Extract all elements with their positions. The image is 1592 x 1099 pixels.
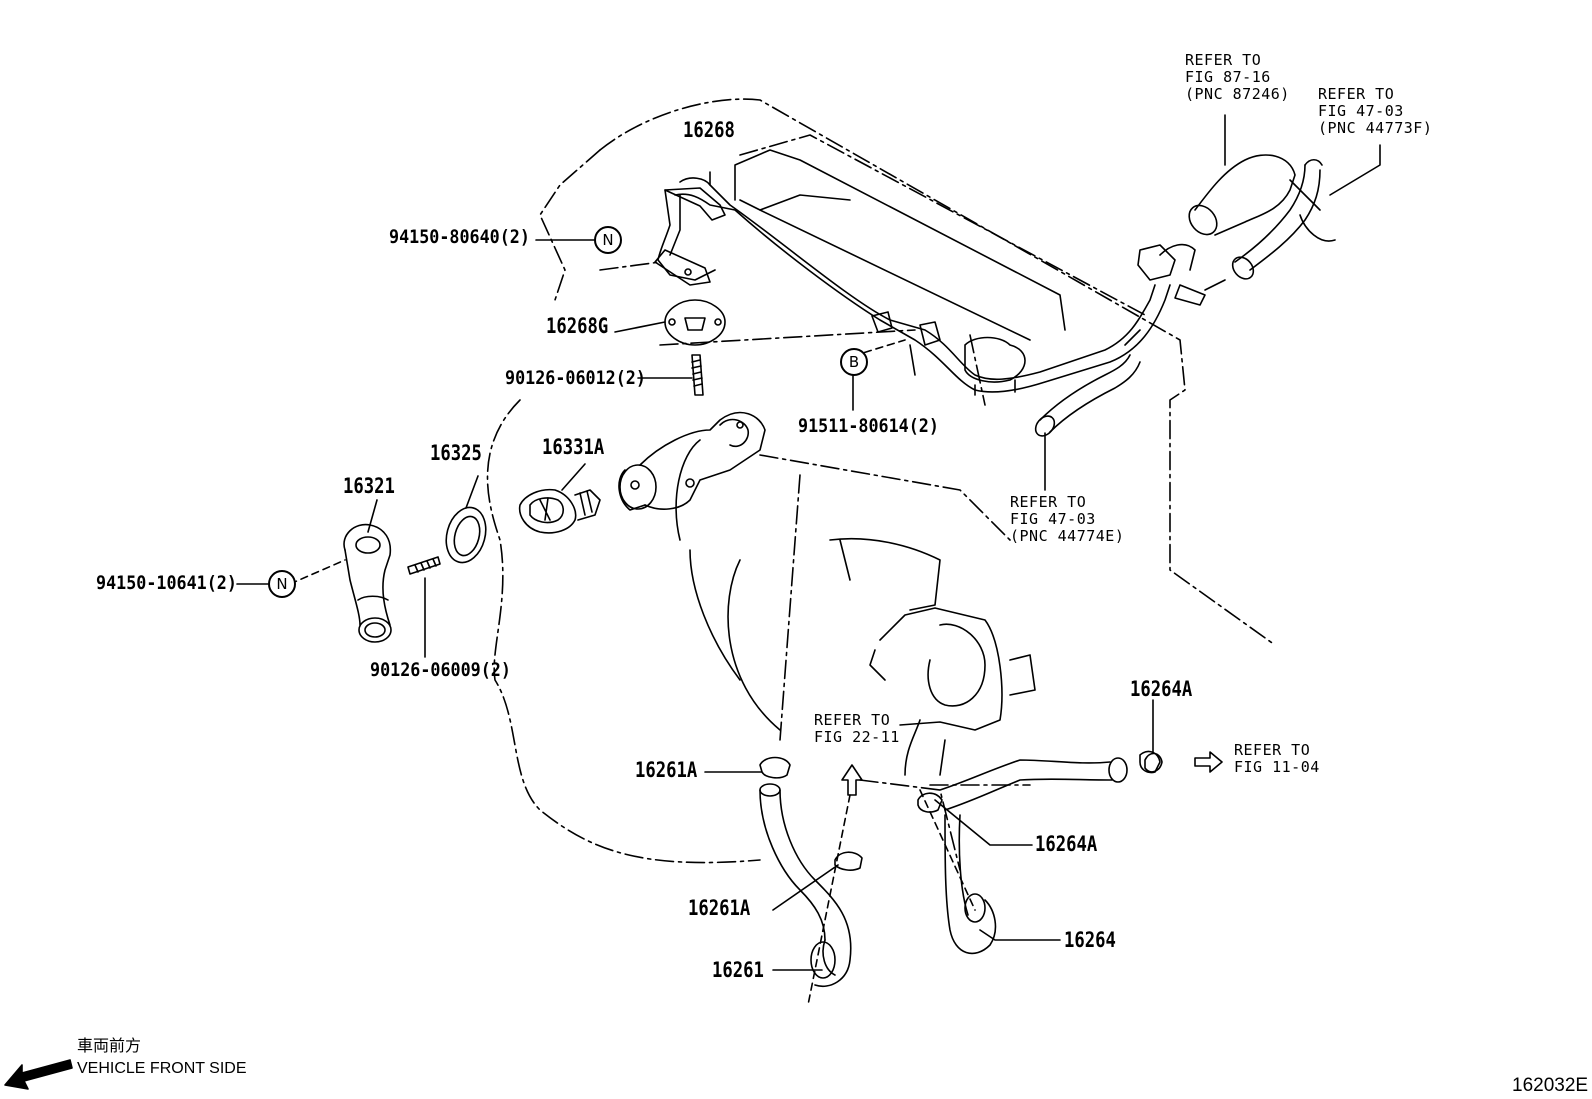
arrow-fig-22-11	[841, 764, 863, 796]
refer-fig-87-16: REFER TO FIG 87-16 (PNC 87246)	[1185, 52, 1290, 103]
stud-90126-06009	[407, 556, 441, 575]
label-16264A-mid: 16264A	[1035, 832, 1098, 856]
label-16268: 16268	[683, 118, 735, 142]
hose-fig-47-03-44773F	[1231, 158, 1323, 280]
hose-fig-47-03-44774E	[1034, 354, 1141, 437]
symbol-n-non-reusable: N	[594, 226, 622, 254]
label-91511-80614: 91511-80614(2)	[798, 415, 939, 437]
refer-line: REFER TO	[1234, 741, 1311, 759]
refer-line: (PNC 87246)	[1185, 85, 1290, 103]
gasket-16268G	[664, 299, 726, 346]
front-direction-arrow	[4, 1059, 73, 1090]
gasket-16325	[445, 506, 487, 564]
hose-fig-87-16	[1188, 154, 1336, 242]
refer-line: FIG 47-03	[1318, 102, 1404, 120]
refer-line: FIG 47-03	[1010, 510, 1096, 528]
label-16331A: 16331A	[542, 435, 605, 459]
refer-fig-22-11: REFER TO FIG 22-11	[814, 712, 900, 746]
refer-line: FIG 87-16	[1185, 68, 1271, 86]
label-16261A-top: 16261A	[635, 758, 698, 782]
arrow-fig-11-04	[1194, 751, 1223, 773]
refer-line: REFER TO	[1318, 85, 1395, 103]
refer-line: REFER TO	[1010, 493, 1087, 511]
refer-fig-47-03-44774E: REFER TO FIG 47-03 (PNC 44774E)	[1010, 494, 1124, 545]
refer-line: REFER TO	[1185, 51, 1262, 69]
label-16321: 16321	[343, 474, 395, 498]
stud-90126-06012	[691, 354, 704, 396]
thermostat-16331A	[518, 488, 601, 534]
hose-16264	[904, 719, 1163, 955]
refer-line: FIG 22-11	[814, 728, 900, 746]
label-94150-80640: 94150-80640(2)	[389, 226, 530, 248]
leader-lines-dashed	[289, 339, 976, 1006]
hose-16261	[759, 783, 852, 987]
vehicle-front-side-jp: 車両前方	[77, 1036, 142, 1055]
refer-line: (PNC 44774E)	[1010, 527, 1125, 545]
water-inlet-housing	[618, 411, 766, 511]
symbol-b: B	[840, 348, 868, 376]
symbol-n-non-reusable: N	[268, 570, 296, 598]
label-16261A-low: 16261A	[688, 896, 751, 920]
label-94150-10641: 94150-10641(2)	[96, 572, 237, 594]
refer-fig-11-04: REFER TO FIG 11-04	[1234, 742, 1320, 776]
label-90126-06009: 90126-06009(2)	[370, 659, 511, 681]
label-16264A-top: 16264A	[1130, 677, 1193, 701]
label-16261: 16261	[712, 958, 764, 982]
figure-id: 162032E	[1512, 1075, 1589, 1096]
refer-line: REFER TO	[814, 711, 891, 729]
refer-fig-47-03-44773F: REFER TO FIG 47-03 (PNC 44773F)	[1318, 86, 1432, 137]
leader-lines	[236, 114, 1381, 971]
water-bypass-pipe-16268	[654, 177, 1226, 393]
label-16325: 16325	[430, 441, 482, 465]
refer-line: (PNC 44773F)	[1318, 119, 1433, 137]
refer-line: FIG 11-04	[1234, 758, 1320, 776]
label-16264: 16264	[1064, 928, 1116, 952]
vehicle-front-side-label: VEHICLE FRONT SIDE	[77, 1060, 247, 1077]
engine-outline	[486, 98, 1276, 871]
clamps	[759, 750, 1161, 871]
water-inlet-16321	[343, 523, 392, 643]
label-90126-06012: 90126-06012(2)	[505, 367, 646, 389]
label-16268G: 16268G	[546, 314, 609, 338]
engine-body-lines	[675, 149, 1066, 731]
